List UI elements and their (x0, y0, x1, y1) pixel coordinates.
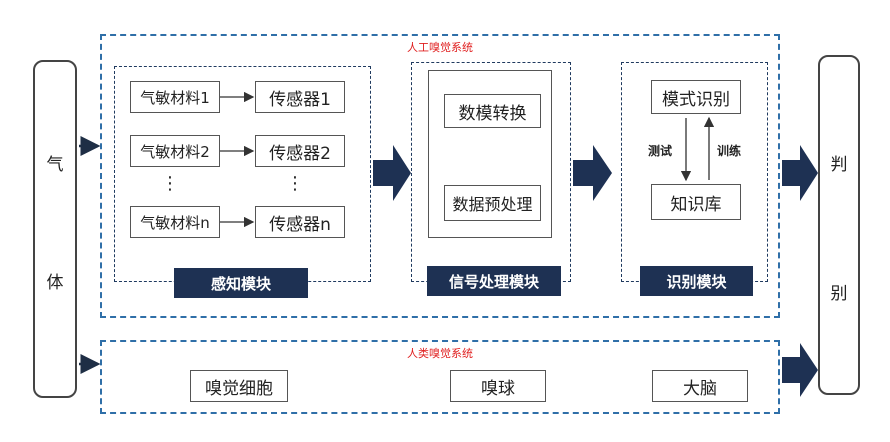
test-label: 测试 (648, 144, 673, 158)
material-ellipsis: ⋮ (161, 173, 179, 194)
preprocess-box: 数据预处理 (444, 185, 541, 221)
knowledge-base-box: 知识库 (651, 184, 741, 220)
sensor-ellipsis: ⋮ (286, 173, 304, 194)
artificial-system-title: 人工嗅觉系统 (407, 41, 473, 54)
train-label: 训练 (717, 144, 742, 158)
olfactory-bulb-box: 嗅球 (450, 370, 546, 402)
pattern-recognition-box: 模式识别 (651, 80, 741, 114)
human-system-frame (100, 340, 780, 414)
brain-box: 大脑 (652, 370, 748, 402)
olfactory-cells-box: 嗅觉细胞 (190, 370, 288, 402)
artificial-to-judgment-arrow (782, 145, 818, 201)
artificial-system-frame (100, 34, 780, 318)
recognition-module-label: 识别模块 (640, 266, 753, 296)
material-2-box: 气敏材料2 (130, 135, 220, 167)
signal-to-recognition-arrow (573, 145, 612, 201)
dac-box: 数模转换 (444, 94, 541, 128)
sensor-n-box: 传感器n (255, 206, 345, 238)
gas-char-bottom: 体 (46, 273, 64, 293)
material-1-box: 气敏材料1 (130, 81, 220, 113)
material-n-box: 气敏材料n (130, 206, 220, 238)
gas-char-top: 气 (46, 155, 64, 175)
sensor-2-box: 传感器2 (255, 135, 345, 167)
signal-module-label: 信号处理模块 (427, 266, 561, 296)
judgment-output-box: 判 别 (818, 55, 860, 395)
perception-module-label: 感知模块 (174, 268, 308, 298)
judgment-char-bottom: 别 (830, 284, 848, 304)
human-system-title: 人类嗅觉系统 (407, 347, 473, 360)
perception-to-signal-arrow (373, 145, 411, 201)
sensor-1-box: 传感器1 (255, 81, 345, 113)
gas-input-box: 气 体 (33, 60, 77, 398)
judgment-char-top: 判 (830, 155, 848, 175)
human-to-judgment-arrow (782, 343, 818, 397)
